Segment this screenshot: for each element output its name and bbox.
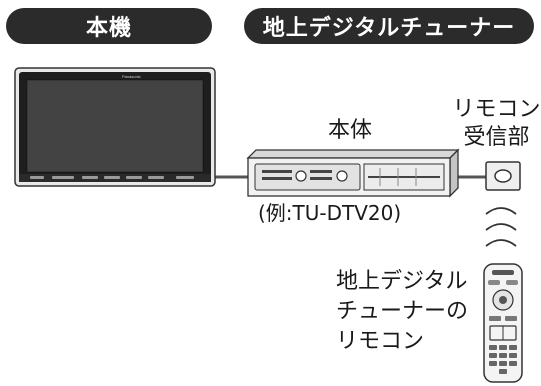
remote-label-line2: チューナーの	[336, 299, 469, 324]
tuner-body-icon	[246, 148, 460, 198]
remote-label-line1: 地上デジタル	[336, 269, 468, 294]
signal-wave-icon	[485, 207, 517, 247]
receiver-label-line2: 受信部	[463, 125, 530, 150]
header-unit-label: 本機	[85, 16, 132, 41]
remote-receiver-icon	[485, 161, 521, 191]
header-tuner-label: 地上デジタルチューナー	[262, 16, 516, 41]
header-pill-unit: 本機	[6, 8, 212, 44]
receiver-label-line1: リモコン	[452, 97, 541, 122]
remote-label-line3: リモコン	[336, 329, 425, 354]
header-pill-tuner: 地上デジタルチューナー	[244, 8, 534, 44]
monitor-brand: Panasonic	[122, 74, 141, 79]
tuner-body-label: 本体	[328, 118, 373, 143]
remote-control-icon	[483, 263, 523, 383]
navigation-monitor-icon: Panasonic	[14, 67, 216, 187]
tuner-example-label: (例:TU-DTV20)	[258, 201, 402, 225]
